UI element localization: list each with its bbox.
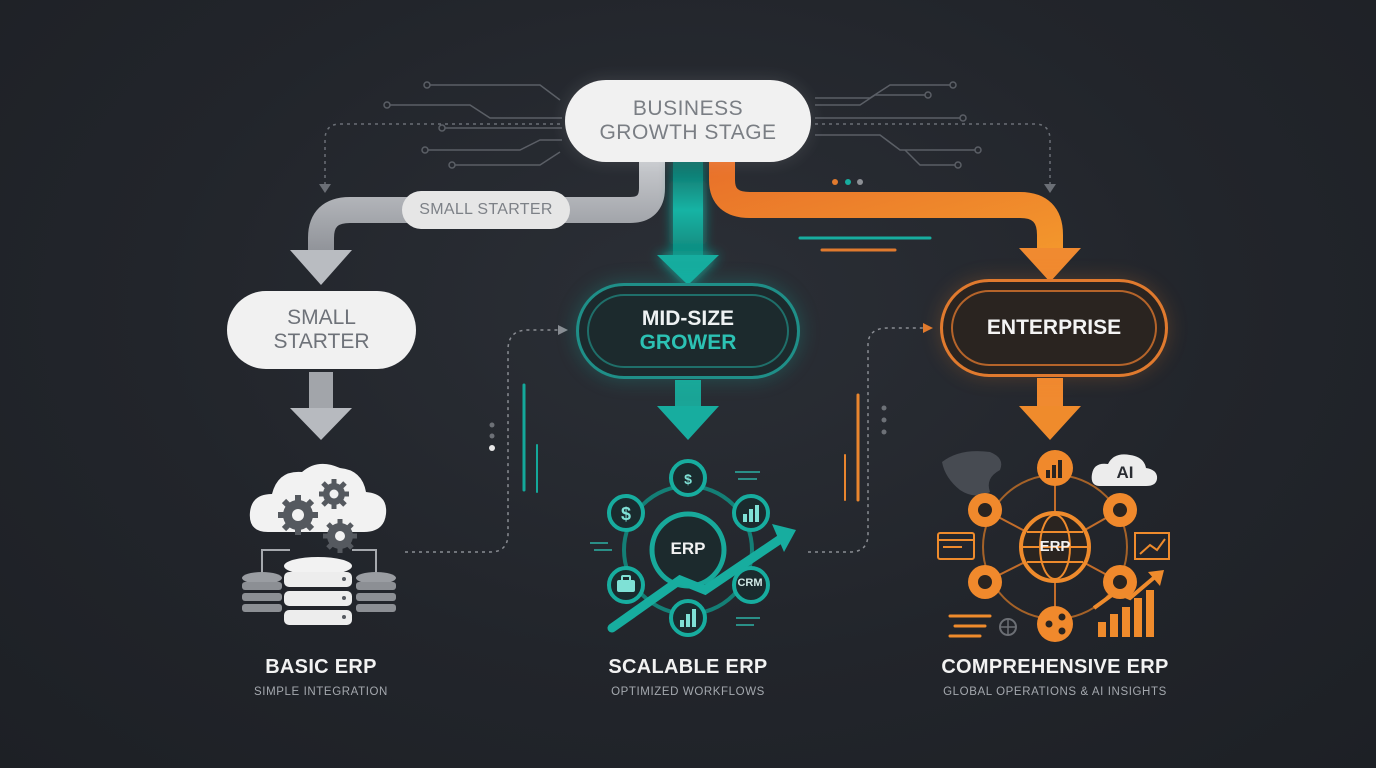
database-icon — [356, 572, 396, 612]
ai-badge — [1091, 454, 1158, 486]
business-growth-stage-node: BUSINESS GROWTH STAGE — [565, 80, 811, 162]
basic-erp-title: BASIC ERP — [265, 656, 377, 678]
cloud-icon — [249, 463, 387, 532]
gray-down-shaft — [309, 372, 333, 412]
share-icon — [1045, 613, 1066, 635]
growth-arrow-icon — [607, 524, 796, 633]
connector-arrowhead-2 — [923, 323, 933, 333]
ai-badge-label: AI — [1116, 463, 1134, 482]
accent-lines — [489, 383, 887, 502]
small-line2: STARTER — [273, 330, 370, 353]
teal-center-arrowhead — [657, 255, 719, 285]
scalable-erp-caption: SCALABLE ERP OPTIMIZED WORKFLOWS — [558, 656, 818, 698]
gear-icon — [278, 495, 318, 535]
dollar-node — [607, 494, 645, 532]
mid-size-grower-node: MID-SIZE GROWER — [576, 283, 800, 379]
crm-node — [732, 566, 770, 604]
orange-down-arrowhead — [1019, 406, 1081, 440]
dashed-arrow-head-right — [1044, 184, 1056, 193]
small-line1: SMALL — [287, 306, 356, 329]
connector-arrowhead-1 — [558, 325, 568, 335]
database-icon — [242, 572, 282, 612]
comprehensive-erp-illustration — [937, 450, 1170, 642]
enterprise-node: ENTERPRISE — [940, 279, 1168, 377]
teal-down-shaft — [675, 380, 701, 410]
database-icon — [284, 557, 352, 625]
briefcase-icon — [617, 575, 635, 592]
orange-down-shaft — [1037, 378, 1063, 410]
scalable-erp-subtitle: OPTIMIZED WORKFLOWS — [611, 686, 765, 698]
chart-icon — [680, 609, 696, 627]
chart-icon — [743, 505, 759, 522]
scalable-erp-title: SCALABLE ERP — [608, 656, 768, 678]
stage-connectors — [405, 327, 925, 553]
comprehensive-erp-caption: COMPREHENSIVE ERP GLOBAL OPERATIONS & AI… — [905, 656, 1205, 698]
scalable-erp-illustration: $ $ — [590, 459, 796, 637]
teal-center-shaft — [673, 162, 703, 258]
mid-line2: GROWER — [639, 331, 737, 354]
basic-erp-caption: BASIC ERP SIMPLE INTEGRATION — [196, 656, 446, 698]
chart-icon — [1046, 460, 1062, 478]
gray-down-arrowhead — [290, 408, 352, 440]
browser-window-icon — [937, 532, 975, 560]
globe-icon — [1019, 511, 1091, 583]
mid-erp-hub-label: ERP — [670, 539, 706, 558]
speed-lines — [798, 179, 932, 252]
orange-branch-arrowhead — [1019, 248, 1081, 282]
small-starter-branch-tag: SMALL STARTER — [402, 191, 570, 229]
mid-crm-label: CRM — [737, 577, 763, 589]
circuit-lines-right — [815, 81, 982, 169]
dollar-icon: $ — [684, 471, 692, 487]
root-line1: BUSINESS — [632, 97, 744, 120]
enterprise-erp-hub-label: ERP — [1039, 538, 1071, 555]
branch-tag-label: SMALL STARTER — [419, 201, 553, 218]
gear-icon — [323, 519, 357, 553]
dashed-arrow-head-left — [319, 184, 331, 193]
dollar-node — [669, 459, 707, 497]
gray-branch-arrowhead — [290, 250, 352, 285]
chart-icon — [1134, 532, 1170, 560]
gear-icon — [319, 479, 349, 509]
root-line2: GROWTH STAGE — [599, 121, 777, 144]
network-node — [1037, 606, 1073, 642]
teal-down-arrowhead — [657, 406, 719, 440]
basic-erp-illustration — [242, 463, 396, 625]
small-starter-node: SMALL STARTER — [227, 291, 416, 369]
comprehensive-erp-subtitle: GLOBAL OPERATIONS & AI INSIGHTS — [943, 686, 1167, 698]
growth-arrow-icon — [1092, 570, 1164, 637]
circuit-lines-left — [383, 81, 562, 169]
dashed-guides — [324, 123, 1051, 185]
orange-branch-arrow — [709, 160, 1063, 250]
enterprise-label: ENTERPRISE — [986, 316, 1122, 339]
dollar-icon: $ — [621, 504, 631, 524]
globe-icon — [999, 618, 1017, 636]
mid-line1: MID-SIZE — [641, 307, 735, 330]
basic-erp-subtitle: SIMPLE INTEGRATION — [254, 686, 388, 698]
comprehensive-erp-title: COMPREHENSIVE ERP — [941, 656, 1169, 678]
world-map-icon — [942, 451, 1002, 496]
